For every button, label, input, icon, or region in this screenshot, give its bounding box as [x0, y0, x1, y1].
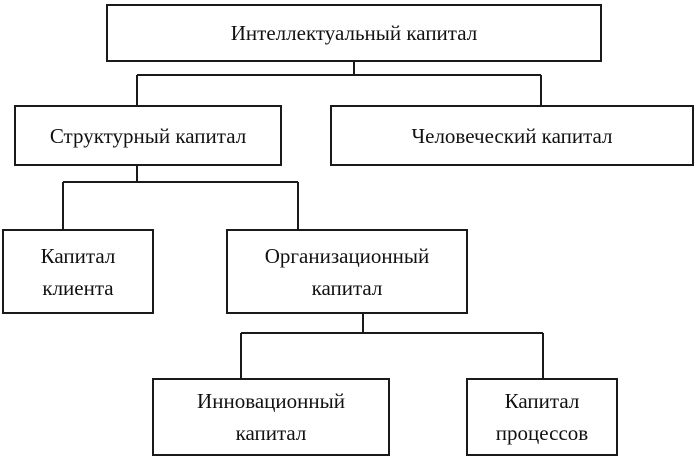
innovation-capital-box: Инновационный капитал — [152, 378, 390, 456]
organizational-capital-line2: капитал — [311, 275, 383, 300]
intellectual-capital-label: Интеллектуальный капитал — [230, 21, 478, 45]
organizational-capital-line1: Организационный — [264, 243, 430, 268]
human-capital-label: Человеческий капитал — [411, 123, 613, 148]
client-capital-line1: Капитал — [40, 243, 116, 268]
client-capital-line2: клиента — [42, 275, 114, 300]
process-capital-line2: процессов — [495, 421, 589, 445]
client-capital-box: Капитал клиента — [2, 229, 154, 314]
intellectual-capital-box: Интеллектуальный капитал — [106, 4, 602, 62]
innovation-capital-line2: капитал — [235, 421, 307, 445]
structural-capital-box: Структурный капитал — [14, 105, 282, 166]
organizational-capital-box: Организационный капитал — [226, 229, 468, 314]
process-capital-box: Капитал процессов — [466, 378, 618, 456]
process-capital-line1: Капитал — [504, 389, 580, 413]
human-capital-box: Человеческий капитал — [330, 105, 694, 166]
structural-capital-label: Структурный капитал — [49, 123, 247, 148]
innovation-capital-line1: Инновационный — [197, 389, 345, 413]
